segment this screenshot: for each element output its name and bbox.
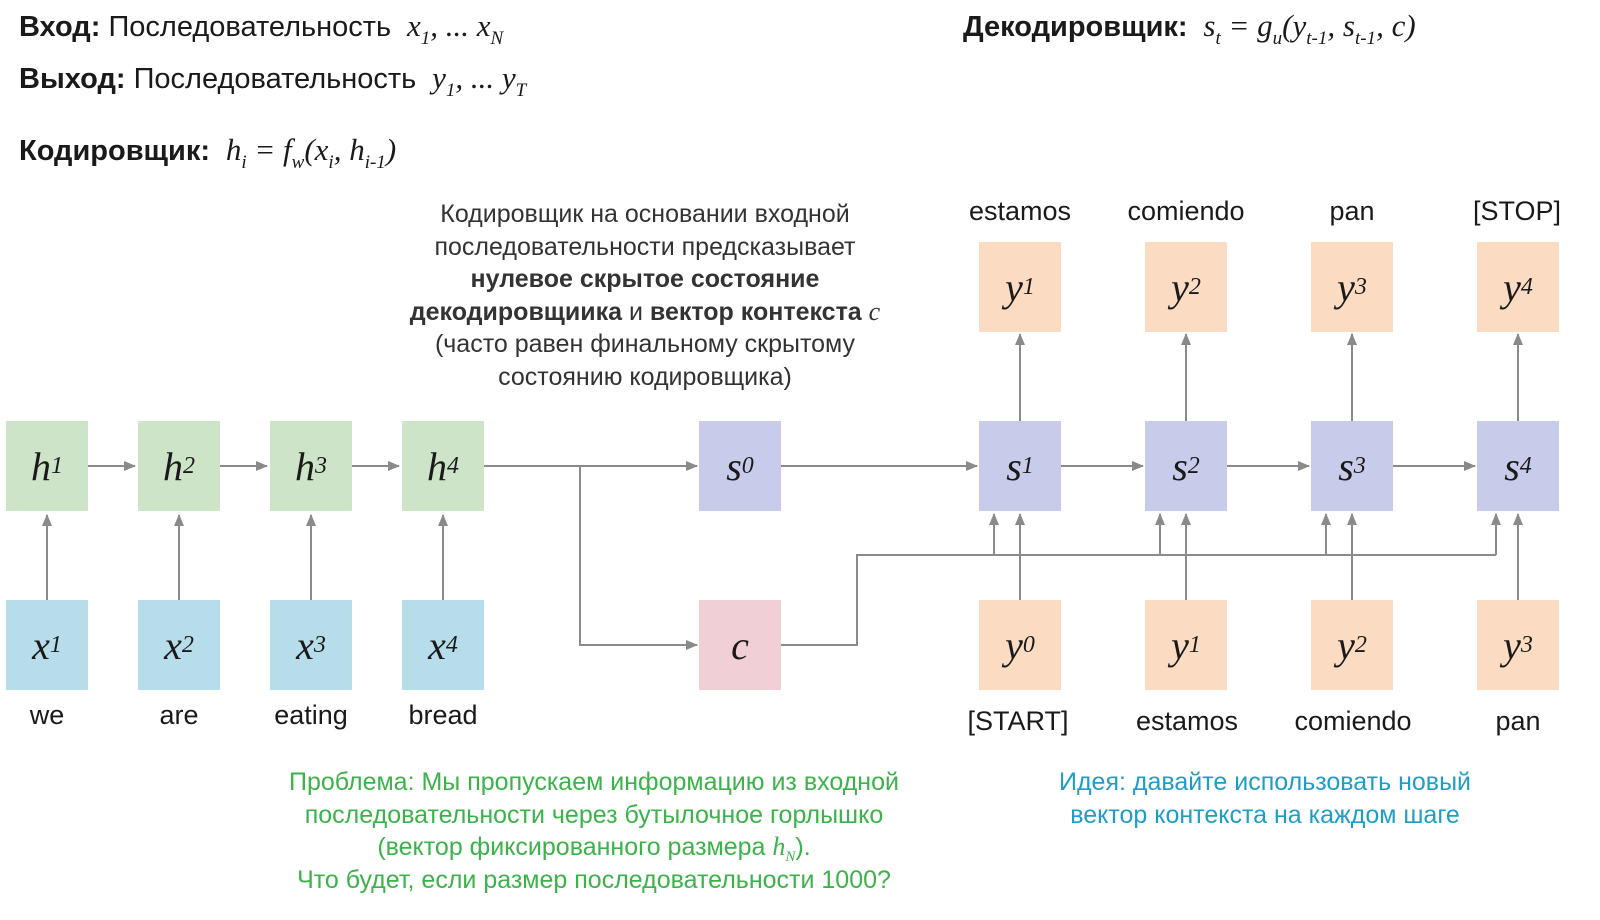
- decoder-definition: Декодировщик: st = gu(yt-1, st-1, c): [963, 8, 1416, 49]
- decoder-output-word-2: comiendo: [1127, 196, 1245, 226]
- context-vector-c: c: [699, 600, 781, 690]
- idea-note: Идея: давайте использовать новый вектор …: [1058, 768, 1472, 829]
- encoder-word-4: bread: [408, 700, 478, 730]
- arrow-h4-c: [579, 466, 698, 650]
- encoder-note: Кодировщик на основании входной последов…: [409, 200, 881, 391]
- output-text: Последовательность: [133, 63, 417, 95]
- decoder-label: Декодировщик:: [963, 11, 1188, 43]
- encoder-definition: Кодировщик: hi = fw(xi, hi-1): [19, 132, 397, 173]
- decoder-input-word-2: comiendo: [1294, 706, 1412, 736]
- decoder-formula: st = gu(yt-1, st-1, c): [1203, 8, 1416, 49]
- encoder-word-1: we: [29, 700, 65, 730]
- decoder-input-word-3: pan: [1495, 706, 1541, 736]
- context-bus: [780, 554, 1496, 646]
- decoder-output-word-1: estamos: [968, 196, 1072, 226]
- encoder-word-3: eating: [274, 700, 348, 730]
- encoder-formula: hi = fw(xi, hi-1): [225, 132, 397, 173]
- input-definition: Вход: Последовательность x1, ... xN: [19, 8, 504, 49]
- decoder-output-word-4: [STOP]: [1472, 196, 1562, 226]
- output-label: Выход:: [19, 63, 126, 95]
- problem-note: Проблема: Мы пропускаем информацию из вх…: [289, 768, 899, 894]
- decoder-input-word-1: estamos: [1135, 706, 1239, 736]
- output-definition: Выход: Последовательность y1, ... yT: [19, 60, 527, 101]
- input-sequence: x1, ... xN: [406, 8, 504, 49]
- encoder-word-2: are: [159, 700, 199, 730]
- decoder-input-word-0: [START]: [967, 706, 1069, 736]
- input-label: Вход:: [19, 11, 101, 43]
- decoder-output-word-3: pan: [1329, 196, 1375, 226]
- encoder-label: Кодировщик:: [19, 135, 210, 167]
- output-sequence: y1, ... yT: [432, 60, 527, 101]
- input-text: Последовательность: [108, 11, 392, 43]
